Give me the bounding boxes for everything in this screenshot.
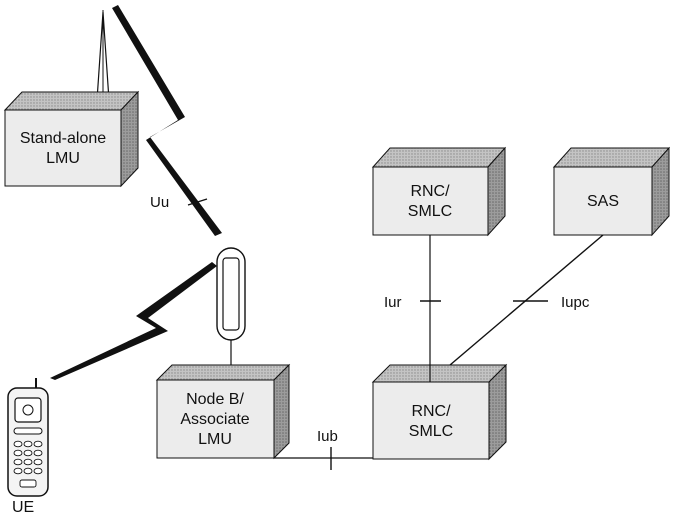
ue-phone-icon [7,378,49,497]
iur-label: Iur [384,294,402,311]
sas-label: SAS [587,193,619,210]
node-b-label-line3: LMU [198,431,232,448]
standalone-lmu-box: Stand-alone LMU [3,90,140,188]
iupc-label: Iupc [561,294,590,311]
standalone-antenna [96,10,110,101]
rnc-bottom-label-line2: SMLC [409,423,453,440]
iub-label: Iub [317,428,338,445]
rnc-bottom-box: RNC/ SMLC [371,363,508,461]
radio-link-ue [50,262,217,380]
node-b-box: Node B/ Associate LMU [155,363,291,460]
sas-box: SAS [552,146,671,237]
node-b-antenna [216,247,246,378]
uu-label: Uu [150,194,169,211]
iupc-link [429,234,604,383]
rnc-bottom-label-line1: RNC/ [411,403,451,420]
rnc-top-label-line1: RNC/ [410,183,450,200]
standalone-lmu-label-line1: Stand-alone [20,130,106,147]
uu-tick [187,198,208,206]
rnc-top-label-line2: SMLC [408,203,452,220]
node-b-label-line1: Node B/ [186,391,244,408]
standalone-lmu-label-line2: LMU [46,150,80,167]
ue-label: UE [12,499,34,515]
rnc-top-box: RNC/ SMLC [371,146,507,237]
node-b-label-line2: Associate [180,411,249,428]
